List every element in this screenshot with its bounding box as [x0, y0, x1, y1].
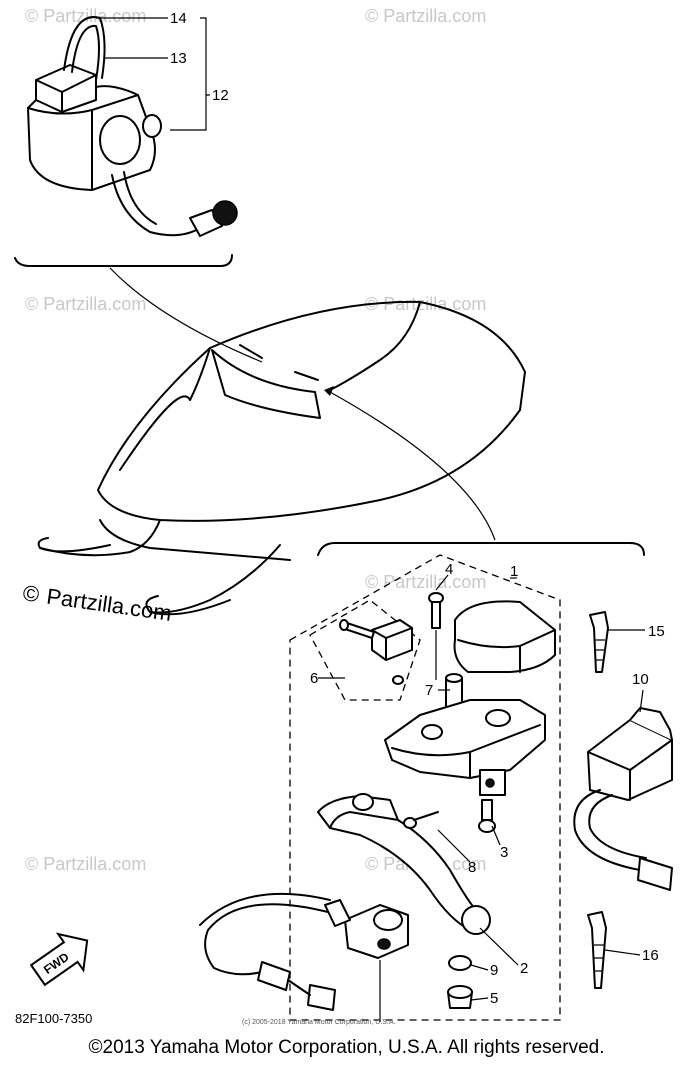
- watermark-bottom-left: © Partzilla.com: [25, 854, 146, 874]
- part-3-bolt: [478, 799, 496, 833]
- part-6-bracket: [339, 619, 413, 685]
- small-notice: (c) 2005-2018 Yamaha Motor Corporation, …: [242, 1019, 395, 1026]
- inset-bracket: [14, 254, 233, 267]
- callout-12: 12: [212, 87, 229, 104]
- watermark-featured: © Partzilla.com: [21, 580, 173, 626]
- part-16-cable-tie: [587, 911, 607, 989]
- snowmobile-body: [37, 267, 526, 616]
- callout-16: 16: [642, 947, 659, 964]
- part-5-nut: [447, 985, 473, 1009]
- part-15-cable-tie: [589, 611, 609, 673]
- callout-15: 15: [648, 623, 665, 640]
- callout-8: 8: [468, 859, 476, 876]
- part-9-washer: [448, 955, 472, 971]
- watermark-site: Partzilla.com: [45, 584, 173, 626]
- callout-5: 5: [490, 990, 498, 1007]
- callout-9: 9: [490, 962, 498, 979]
- assembly-1-outline: [289, 554, 561, 1021]
- assembly-bracket: [317, 542, 645, 556]
- part-10-unit: [573, 707, 673, 891]
- watermark-lower-right: © Partzilla.com: [365, 572, 486, 592]
- diagram-code: 82F100-7350: [15, 1011, 92, 1026]
- watermark-top-left: © Partzilla.com: [25, 6, 146, 26]
- lever-holder: [384, 699, 546, 796]
- assembly-6-outline: [309, 599, 421, 701]
- callout-3: 3: [500, 844, 508, 861]
- leader-lines: [318, 574, 645, 1022]
- watermark-symbol: ©: [21, 580, 41, 607]
- assembly-connector-line: [329, 391, 496, 541]
- inset-switch-assembly: 14 13 12: [14, 10, 238, 267]
- connector-plug: [212, 200, 238, 226]
- watermark-top-right: © Partzilla.com: [365, 6, 486, 26]
- switch-cap: [35, 64, 97, 113]
- callout-1: 1: [510, 563, 518, 580]
- callout-7: 7: [425, 682, 433, 699]
- callout-4: 4: [445, 561, 453, 578]
- brake-lever: [317, 793, 491, 935]
- callout-2: 2: [520, 960, 528, 977]
- callout-6: 6: [310, 670, 318, 687]
- part-4-bolt: [428, 592, 444, 680]
- lower-switch: [199, 892, 409, 1011]
- watermark-mid-left: © Partzilla.com: [25, 294, 146, 314]
- part-8-screw: [403, 811, 439, 829]
- callouts: 1 4 6 7 15 10 3 8 2 9 5 16: [310, 561, 665, 1007]
- copyright-notice: ©2013 Yamaha Motor Corporation, U.S.A. A…: [88, 1037, 605, 1058]
- callout-10: 10: [632, 671, 649, 688]
- callout-13: 13: [170, 50, 187, 67]
- inset-connector-line: [109, 267, 263, 363]
- callout-14: 14: [170, 10, 187, 27]
- lever-cover: [453, 600, 556, 673]
- fwd-arrow-icon: FWD: [29, 932, 89, 987]
